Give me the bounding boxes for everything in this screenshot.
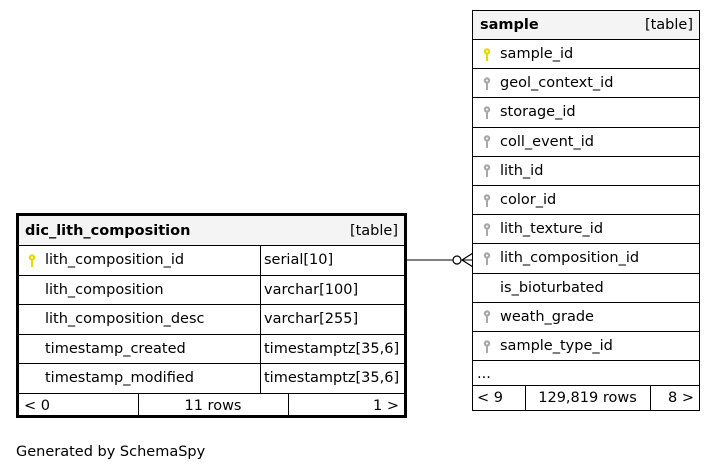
table-row: lith_id	[473, 157, 699, 186]
column-type: varchar[255]	[264, 311, 359, 328]
column-type: timestamptz[35,6]	[264, 340, 400, 357]
column-name: is_bioturbated	[500, 279, 604, 296]
column-name: geol_context_id	[500, 75, 614, 92]
table-row: sample_type_id	[473, 332, 699, 362]
column-type: timestamptz[35,6]	[264, 370, 400, 387]
table-header: dic_lith_composition [table]	[19, 216, 404, 246]
parents-count: < 9	[477, 390, 503, 406]
ellipsis-text: ...	[477, 365, 491, 382]
children-count: 1 >	[373, 398, 399, 414]
column-name: lith_texture_id	[500, 221, 604, 238]
table-header: sample [table]	[473, 11, 699, 40]
foreign-key-icon	[483, 339, 491, 355]
table-name: dic_lith_composition	[25, 222, 191, 239]
foreign-key-icon	[483, 76, 491, 92]
column-name: weath_grade	[500, 308, 594, 325]
column-name: timestamp_created	[45, 340, 186, 357]
column-name: storage_id	[500, 104, 576, 121]
table-row: lith_composition_id	[473, 244, 699, 274]
generated-by-text: Generated by SchemaSpy	[16, 444, 206, 460]
more-columns-row: ...	[473, 362, 699, 386]
crowfoot-lower	[461, 259, 474, 268]
column-name: lith_composition_id	[500, 250, 640, 267]
column-name: lith_composition_desc	[45, 311, 205, 328]
primary-key-icon	[483, 47, 491, 63]
zero-optional-marker	[452, 255, 462, 265]
table-row: sample_id	[473, 40, 699, 70]
column-type: varchar[100]	[264, 281, 359, 298]
column-name: coll_event_id	[500, 133, 594, 150]
column-type: serial[10]	[264, 252, 334, 269]
table-footer: < 0 11 rows 1 >	[19, 394, 404, 418]
table-row: lith_composition_id serial[10]	[19, 246, 404, 276]
foreign-key-icon	[483, 251, 491, 267]
dic-lith-composition-table[interactable]: dic_lith_composition [table] lith_compos…	[16, 213, 407, 418]
parents-count: < 0	[24, 398, 50, 414]
table-row: storage_id	[473, 98, 699, 128]
table-row: timestamp_modified timestamptz[35,6]	[19, 364, 404, 394]
column-name: color_id	[500, 192, 557, 209]
table-row: lith_texture_id	[473, 215, 699, 245]
table-type-tag: [table]	[349, 222, 398, 239]
table-name: sample	[480, 17, 539, 33]
table-row: lith_composition varchar[100]	[19, 275, 404, 305]
foreign-key-icon	[483, 309, 491, 325]
table-row: geol_context_id	[473, 69, 699, 99]
column-name: lith_composition_id	[45, 252, 185, 269]
column-name: timestamp_modified	[45, 370, 194, 387]
column-name: lith_composition	[45, 281, 164, 298]
table-row: weath_grade	[473, 303, 699, 332]
column-name: sample_type_id	[500, 338, 613, 355]
table-type-tag: [table]	[644, 17, 693, 33]
column-name: sample_id	[500, 46, 574, 63]
table-footer: < 9 129,819 rows 8 >	[473, 386, 699, 410]
foreign-key-icon	[483, 163, 491, 179]
table-row: color_id	[473, 186, 699, 216]
foreign-key-icon	[483, 193, 491, 209]
table-row: timestamp_created timestamptz[35,6]	[19, 334, 404, 364]
table-row: lith_composition_desc varchar[255]	[19, 305, 404, 335]
children-count: 8 >	[668, 390, 694, 406]
foreign-key-icon	[483, 134, 491, 150]
row-count: 11 rows	[184, 398, 242, 414]
table-row: is_bioturbated	[473, 274, 699, 303]
row-count: 129,819 rows	[538, 390, 637, 406]
table-row: coll_event_id	[473, 128, 699, 157]
primary-key-icon	[28, 253, 36, 269]
foreign-key-icon	[483, 105, 491, 121]
foreign-key-icon	[483, 222, 491, 238]
crowfoot-upper	[461, 252, 474, 261]
column-name: lith_id	[500, 162, 544, 179]
